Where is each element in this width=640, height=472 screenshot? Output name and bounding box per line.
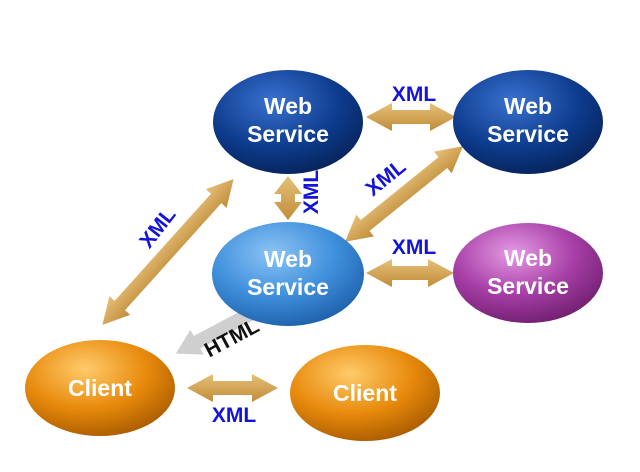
node-ws-center[interactable]: Web Service	[212, 222, 364, 326]
ws-right-purple-line2: Service	[487, 273, 569, 299]
label-client-client: XML	[212, 404, 257, 427]
node-client-right[interactable]: Client	[290, 345, 440, 441]
arrow-diagonal-right	[344, 146, 464, 242]
ws-top-right-shape	[453, 70, 603, 174]
label-center-right: XML	[392, 236, 437, 259]
label-top-vertical: XML	[300, 170, 323, 215]
arrow-top-horizontal	[366, 103, 456, 131]
node-client-left[interactable]: Client	[25, 340, 175, 436]
ws-top-left-shape	[213, 70, 363, 174]
ws-top-right-line1: Web	[504, 93, 552, 119]
arrow-top-vertical	[274, 176, 302, 220]
arrow-client-client	[187, 374, 278, 402]
arrow-client-up	[102, 179, 234, 325]
client-right-label: Client	[333, 380, 397, 406]
ws-center-line1: Web	[264, 246, 312, 272]
ws-top-right-line2: Service	[487, 121, 569, 147]
node-ws-top-right[interactable]: Web Service	[453, 70, 603, 174]
ws-center-line2: Service	[247, 274, 329, 300]
node-ws-top-left[interactable]: Web Service	[213, 70, 363, 174]
ws-right-purple-shape	[453, 223, 603, 323]
node-ws-right-purple[interactable]: Web Service	[453, 223, 603, 323]
label-top-horizontal: XML	[392, 83, 437, 106]
ws-right-purple-line1: Web	[504, 245, 552, 271]
ws-center-shape	[212, 222, 364, 326]
client-left-label: Client	[68, 375, 132, 401]
arrow-html	[175, 304, 261, 355]
client-left-shape	[25, 340, 175, 436]
connectors	[102, 103, 464, 402]
arrow-center-right	[366, 259, 454, 287]
ws-top-left-line2: Service	[247, 121, 329, 147]
ws-top-left-line1: Web	[264, 93, 312, 119]
client-right-shape	[290, 345, 440, 441]
